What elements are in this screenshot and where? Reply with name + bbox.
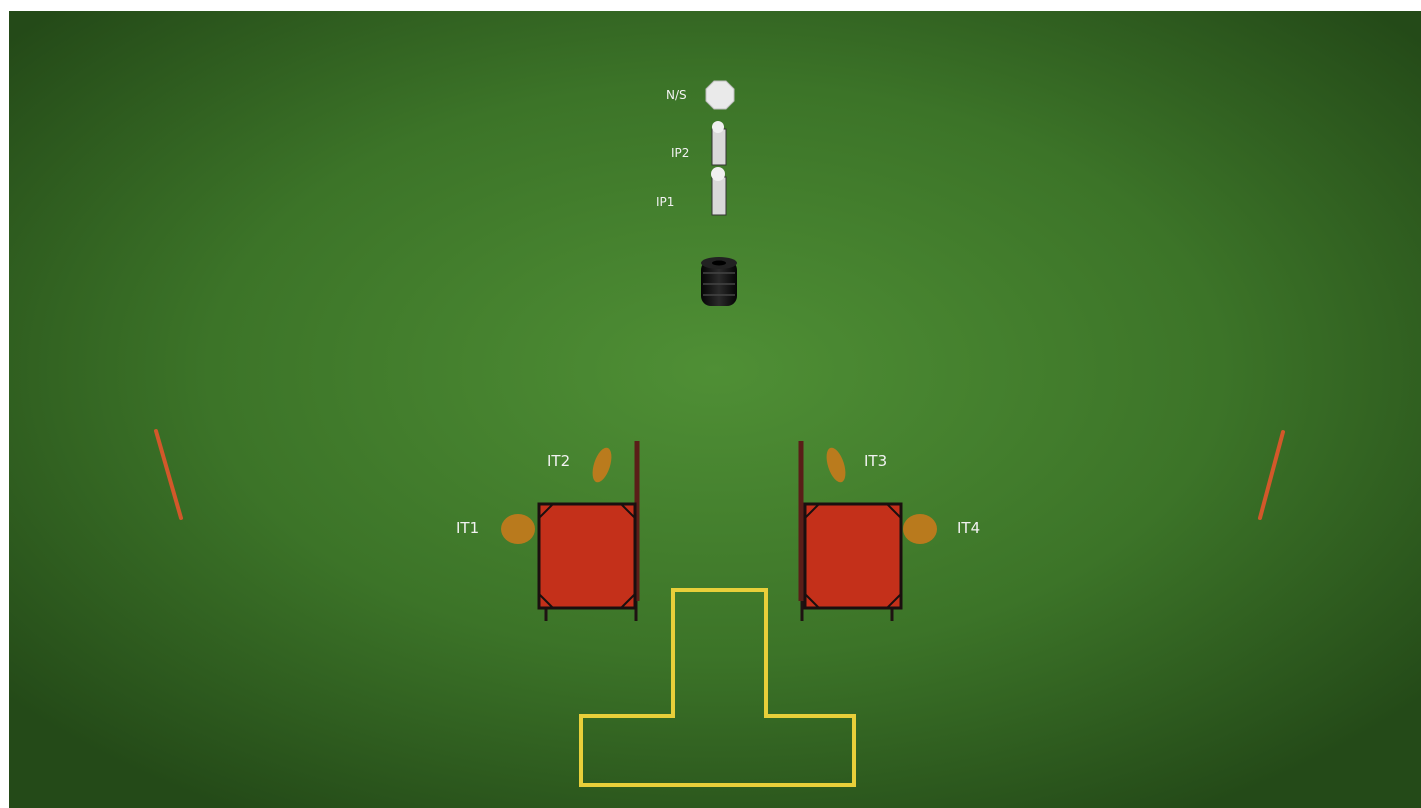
scene-canvas: N/S IP2 IP1 [9, 11, 1421, 808]
it4-cone [903, 514, 937, 544]
left-boundary-pole [154, 429, 183, 520]
left-target [537, 441, 640, 621]
ns-label: N/S [666, 88, 687, 102]
ip1-label: IP1 [656, 195, 674, 209]
scene-diagram: N/S IP2 IP1 [9, 11, 1421, 808]
it1-cone [501, 514, 535, 544]
ip2-label: IP2 [671, 146, 689, 160]
right-target [798, 441, 903, 621]
ns-marker [705, 80, 735, 110]
right-boundary-pole [1258, 430, 1285, 520]
ip1-stake [711, 167, 727, 216]
tire-stack [701, 257, 737, 306]
it2-label: IT2 [547, 452, 570, 470]
it1-label: IT1 [456, 519, 479, 537]
it4-label: IT4 [957, 519, 980, 537]
it3-cone [826, 447, 846, 483]
t-marker-box [579, 588, 856, 787]
it2-cone [592, 447, 612, 483]
it3-label: IT3 [864, 452, 887, 470]
ip2-stake [711, 121, 727, 166]
